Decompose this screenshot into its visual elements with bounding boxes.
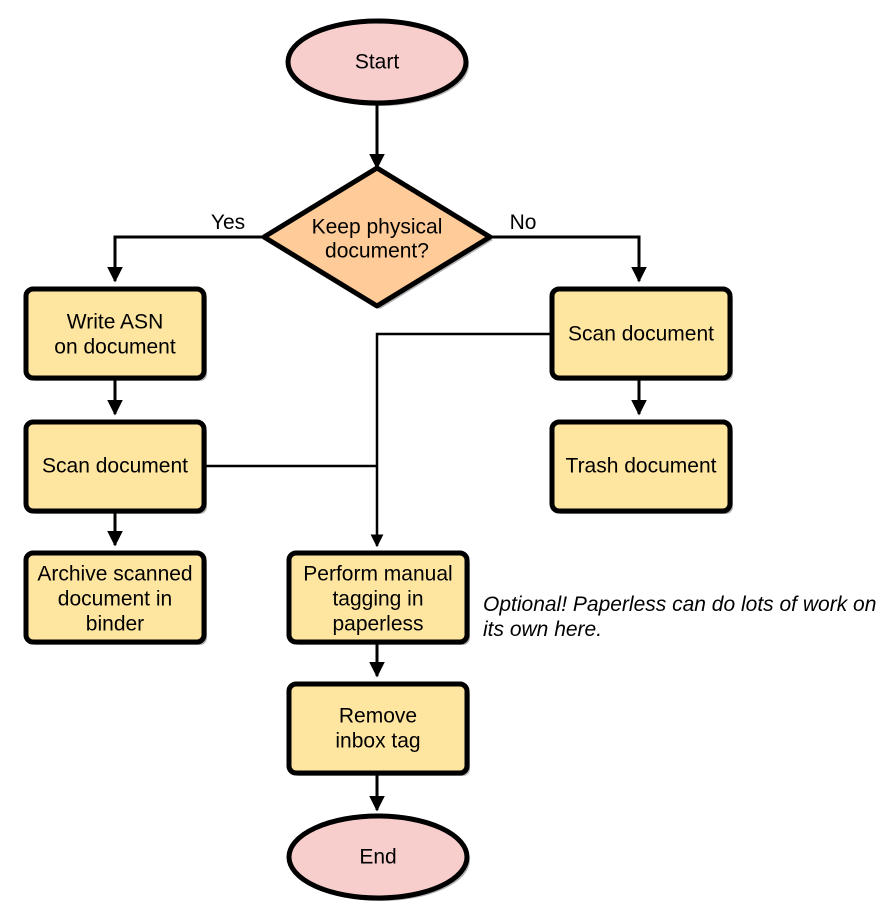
optional-note: Optional! Paperless can do lots of work … (483, 593, 876, 641)
node-tagging-shape (286, 550, 470, 645)
node-end-shape (286, 813, 470, 901)
node-scan-document-right-label: Scan document (568, 323, 714, 346)
edge-label-no: No (510, 211, 537, 234)
node-end-label: End (359, 846, 396, 869)
edge-yes-to-write-asn (107, 235, 265, 283)
node-write-asn-shape (23, 286, 207, 381)
node-tagging-label-line2: tagging in (332, 588, 423, 611)
node-decision-label-line2: document? (325, 240, 429, 263)
node-decision-shape (261, 165, 493, 309)
node-tagging-label-line3: paperless (332, 613, 423, 636)
node-archive-label-line3: binder (86, 613, 144, 636)
node-trash-shape (549, 419, 733, 514)
node-scan-document-left[interactable]: Scan document (23, 419, 207, 514)
edge-no-to-scan-right (490, 235, 647, 283)
node-remove-inbox-tag[interactable]: Remove inbox tag (286, 681, 470, 776)
node-remove-inbox-label-line1: Remove (339, 705, 417, 728)
node-archive-shape (23, 550, 207, 645)
node-scan-document-right[interactable]: Scan document (549, 286, 733, 381)
edge-label-yes: Yes (211, 211, 245, 234)
node-tagging-label-line1: Perform manual (303, 563, 452, 586)
node-start[interactable]: Start (285, 18, 469, 106)
node-remove-inbox-shape (286, 681, 470, 776)
node-decision-label-line1: Keep physical (312, 216, 443, 239)
optional-note-line1: Optional! Paperless can do lots of work … (483, 593, 876, 616)
optional-note-line2: its own here. (483, 618, 602, 641)
node-perform-manual-tagging[interactable]: Perform manual tagging in paperless (286, 550, 470, 645)
edge-scan-right-to-tagging (370, 332, 552, 548)
node-scan-document-left-shape (23, 419, 207, 514)
node-write-asn-label-line1: Write ASN (67, 311, 163, 334)
node-archive-scanned-document[interactable]: Archive scanned document in binder (23, 550, 207, 645)
node-decision-keep-physical-document[interactable]: Keep physical document? (261, 165, 493, 309)
node-trash-document[interactable]: Trash document (549, 419, 733, 514)
node-archive-label-line1: Archive scanned (37, 563, 192, 586)
node-archive-label-line2: document in (58, 588, 172, 611)
node-remove-inbox-label-line2: inbox tag (335, 730, 420, 753)
node-scan-document-left-label: Scan document (42, 455, 188, 478)
node-start-shape (285, 18, 469, 106)
node-trash-label: Trash document (566, 455, 717, 478)
node-end[interactable]: End (286, 813, 470, 901)
node-scan-document-right-shape (549, 286, 733, 381)
node-start-label: Start (355, 51, 400, 74)
node-write-asn-label-line2: on document (54, 336, 176, 359)
node-write-asn[interactable]: Write ASN on document (23, 286, 207, 381)
